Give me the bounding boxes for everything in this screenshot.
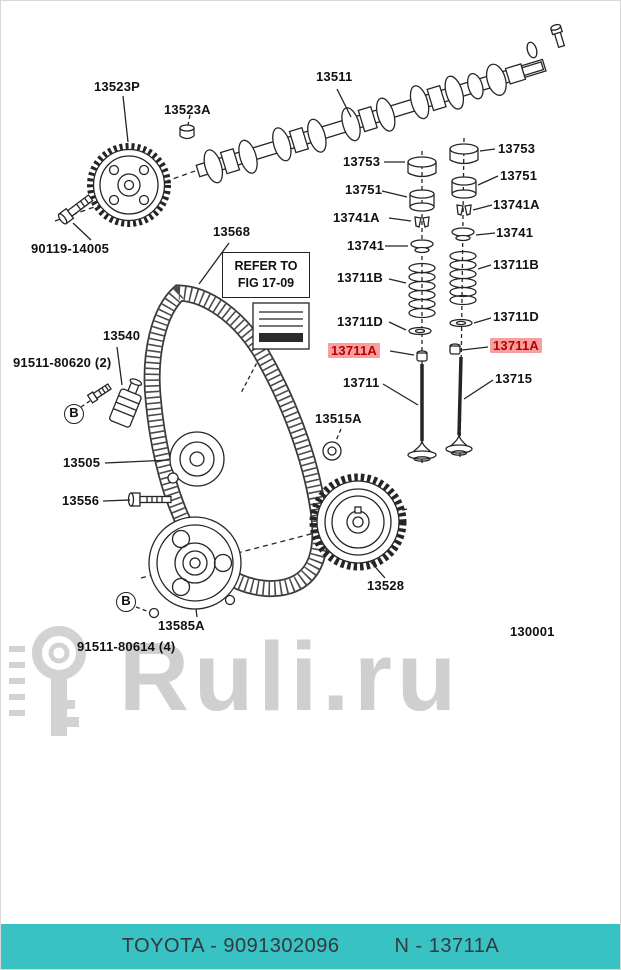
valve-parts-left [407, 151, 437, 463]
part-label-13711B-right: 13711B [493, 257, 540, 272]
tensioner-pulley [167, 431, 225, 487]
timing-belt [143, 284, 329, 598]
marker-b-pulley: B [116, 592, 136, 612]
part-label-13528: 13528 [367, 578, 405, 593]
refer-sticker [252, 302, 310, 350]
part-label-13715: 13715 [495, 371, 533, 386]
part-label-13505: 13505 [63, 455, 101, 470]
watermark-key-logo [9, 626, 86, 736]
camshaft-end-washer [526, 41, 538, 59]
part-label-13540: 13540 [103, 328, 141, 343]
part-label-13711D-right: 13711D [493, 309, 540, 324]
part-label-13711: 13711 [343, 375, 380, 390]
crank-gear [309, 473, 407, 571]
refer-box-line1: REFER TO [234, 259, 298, 274]
part-label-13753-right: 13753 [498, 141, 536, 156]
part-label-13515A: 13515A [315, 411, 362, 426]
part-label-13751-left: 13751 [345, 182, 383, 197]
tensioner-13540 [109, 378, 143, 428]
part-label-13753-left: 13753 [343, 154, 381, 169]
figure-number: 130001 [510, 624, 555, 639]
part-label-91511-80614: 91511-80614 (4) [77, 639, 176, 654]
part-label-91511-80620: 91511-80620 (2) [13, 355, 112, 370]
camshaft [195, 58, 547, 184]
camshaft-end-bolt [550, 23, 566, 49]
footer-part-number: N - 13711A [394, 935, 500, 957]
leader-lines [72, 88, 499, 618]
part-label-13568: 13568 [213, 224, 251, 239]
bolts-91511-80614 [148, 594, 236, 619]
footer-bar: TOYOTA - 9091302096 N - 13711A [1, 924, 620, 969]
part-label-13711A-left-highlighted: 13711A [328, 343, 381, 358]
part-label-13511: 13511 [316, 69, 353, 84]
footer-part-reference: TOYOTA - 9091302096 [121, 935, 340, 957]
part-label-13741-right: 13741 [496, 225, 534, 240]
crank-pulley [148, 516, 242, 610]
part-label-13741A-left: 13741A [333, 210, 380, 225]
part-label-13711B-left: 13711B [337, 270, 384, 285]
valve-parts-right [445, 137, 479, 458]
washer-13515A [322, 441, 342, 461]
plug-13523A [179, 124, 195, 140]
cam-sprocket [87, 143, 171, 227]
refer-box: REFER TO FIG 17-09 [222, 252, 310, 298]
part-label-90119-14005: 90119-14005 [31, 241, 110, 256]
part-label-13585A: 13585A [158, 618, 205, 633]
cam-sprocket-bolt [57, 194, 94, 225]
part-label-13741A-right: 13741A [493, 197, 540, 212]
bolt-13556 [127, 492, 172, 507]
part-label-13523P: 13523P [94, 79, 141, 94]
marker-b-tensioner: B [64, 404, 84, 424]
part-label-13711A-right-highlighted: 13711A [490, 338, 543, 353]
part-label-13523A: 13523A [164, 102, 211, 117]
part-label-13711D-left: 13711D [337, 314, 384, 329]
bolt-91511-80620 [86, 383, 112, 404]
part-label-13751-right: 13751 [500, 168, 538, 183]
part-label-13741-left: 13741 [347, 238, 385, 253]
refer-box-line2: FIG 17-09 [237, 276, 295, 290]
part-label-13556: 13556 [62, 493, 100, 508]
